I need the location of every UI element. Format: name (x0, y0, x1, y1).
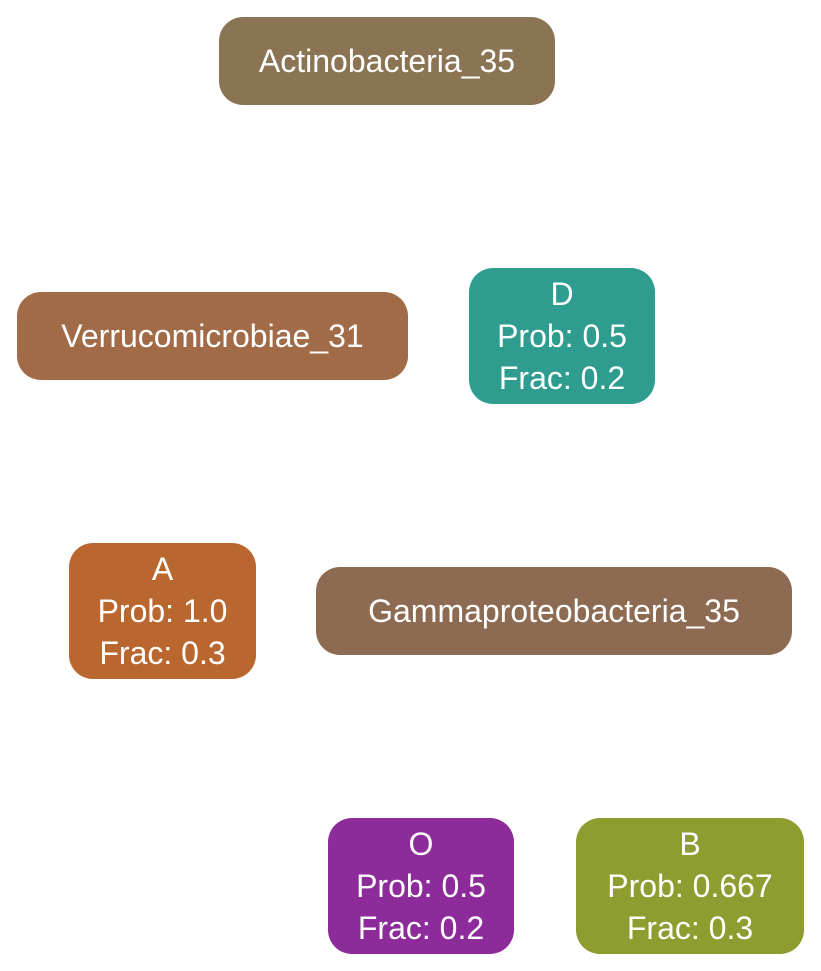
node-verrucomicrobiae: Verrucomicrobiae_31 (17, 292, 408, 380)
node-prob: Prob: 0.5 (497, 318, 627, 354)
node-gammaproteobacteria: Gammaproteobacteria_35 (316, 567, 792, 655)
node-name: B (679, 826, 701, 862)
node-prob: Prob: 0.5 (356, 868, 486, 904)
node-frac: Frac: 0.3 (626, 910, 754, 946)
node-a: A Prob: 1.0 Frac: 0.3 (69, 543, 256, 679)
node-actinobacteria: Actinobacteria_35 (219, 17, 555, 105)
node-o: O Prob: 0.5 Frac: 0.2 (328, 818, 514, 954)
node-frac: Frac: 0.2 (357, 910, 485, 946)
node-label: Actinobacteria_35 (258, 43, 516, 79)
node-label: Gammaproteobacteria_35 (368, 593, 740, 629)
node-prob: Prob: 1.0 (97, 593, 228, 629)
node-prob: Prob: 0.667 (607, 868, 773, 904)
node-label: Verrucomicrobiae_31 (61, 318, 364, 354)
node-b: B Prob: 0.667 Frac: 0.3 (576, 818, 804, 954)
node-frac: Frac: 0.3 (99, 635, 226, 671)
node-frac: Frac: 0.2 (498, 360, 626, 396)
node-name: A (151, 551, 174, 587)
node-name: D (550, 276, 574, 312)
node-d: D Prob: 0.5 Frac: 0.2 (469, 268, 655, 404)
node-name: O (408, 826, 434, 862)
